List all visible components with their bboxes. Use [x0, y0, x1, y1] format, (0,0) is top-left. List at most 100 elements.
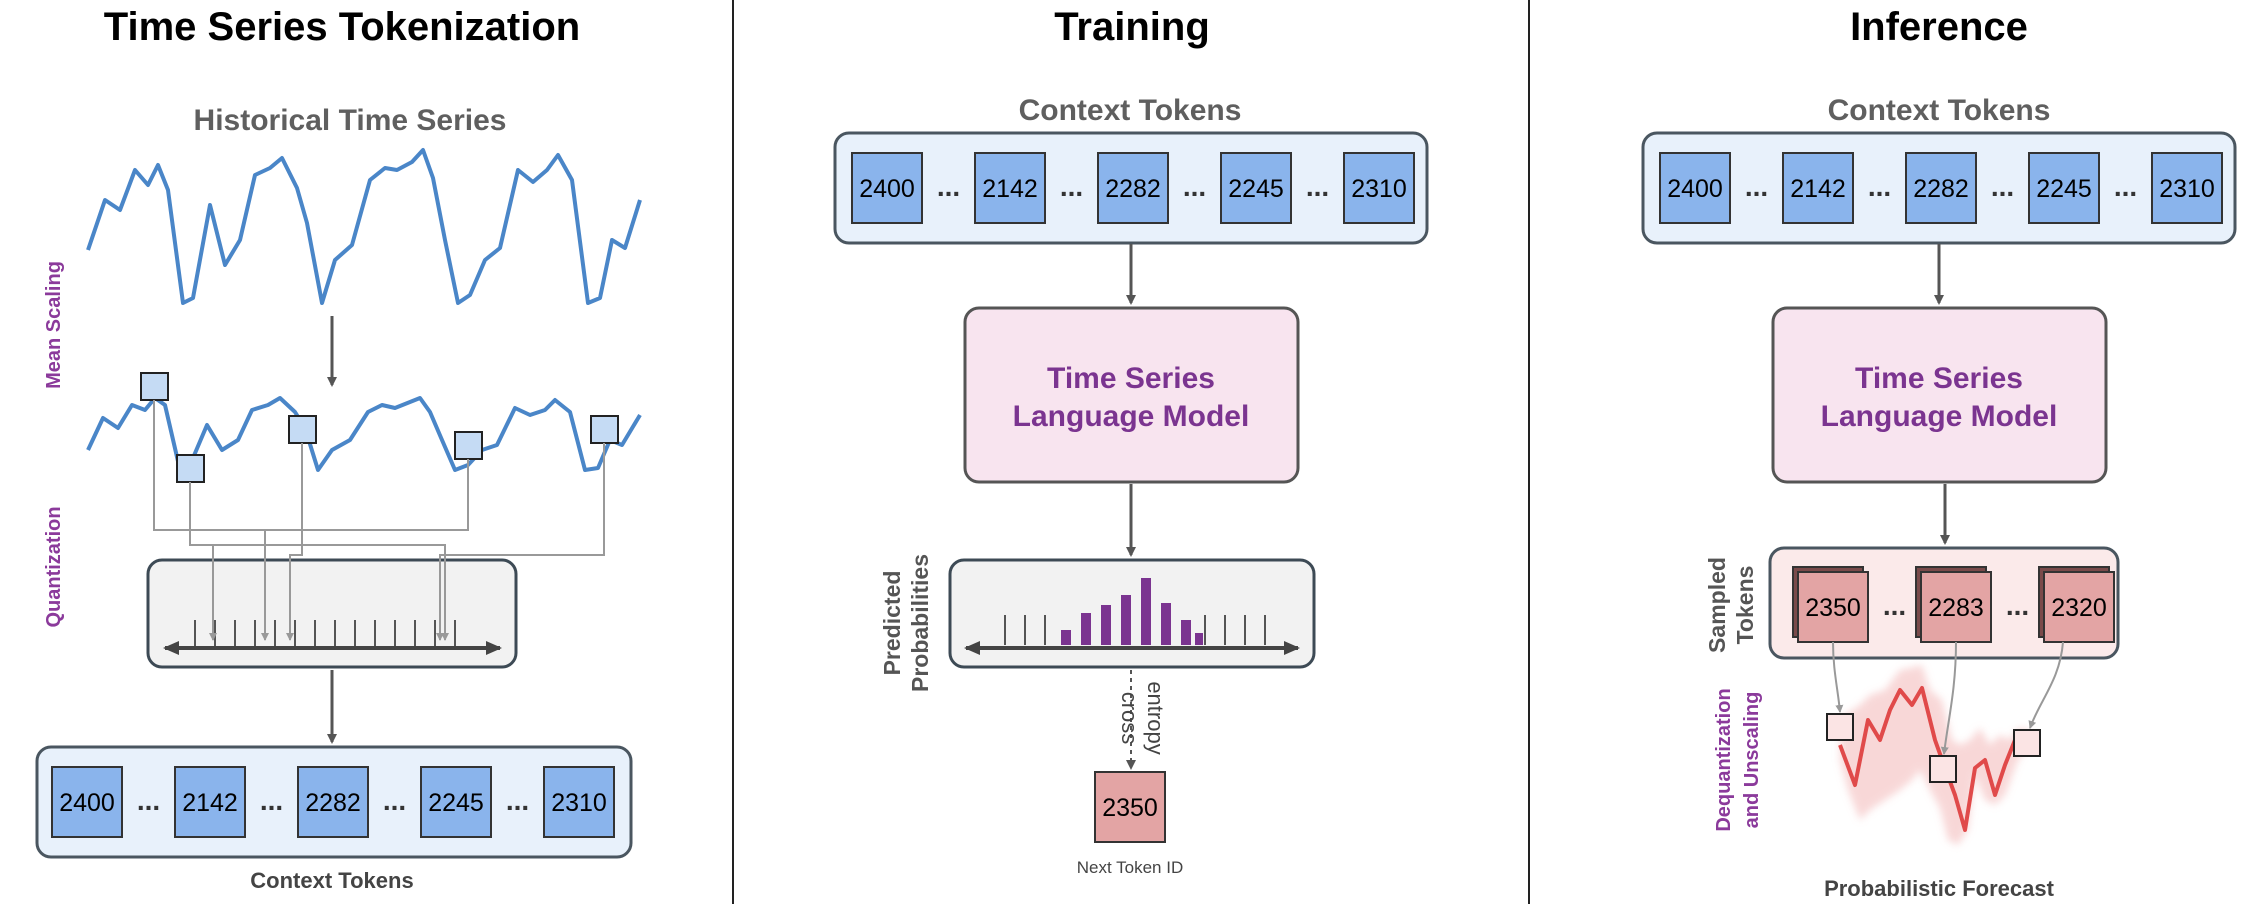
- quant-bin-panel: [146, 558, 518, 669]
- historical-series-line: [86, 148, 642, 305]
- token-value: 2282: [305, 789, 361, 817]
- entropy-label: entropy: [1143, 681, 1168, 754]
- context-tokens-label-training: Context Tokens: [1019, 94, 1242, 127]
- token-value: 2283: [1928, 594, 1984, 622]
- quant-box-1: [140, 372, 169, 401]
- token-box: [2043, 571, 2115, 643]
- next-token-box: [1094, 771, 1166, 843]
- next-token-label: Next Token ID: [1077, 858, 1183, 877]
- quant-box-4: [454, 431, 483, 460]
- cross-label: cross: [1117, 692, 1142, 745]
- token-value: 2282: [1913, 175, 1969, 203]
- prob-ticks: [1004, 615, 1266, 645]
- token-box: [543, 766, 615, 838]
- token-box: [1782, 152, 1854, 224]
- ellipsis: ...: [2006, 590, 2029, 621]
- sampled-tokens: 2350... 2283... 2320: [1792, 566, 2115, 643]
- context-tokens-label-inference: Context Tokens: [1828, 94, 2051, 127]
- token-value: 2245: [2036, 175, 2092, 203]
- token-box: [974, 152, 1046, 224]
- sample-connectors: [1832, 641, 2064, 755]
- panel-inference: Inference Context Tokens 2400...2142...2…: [1641, 5, 2237, 901]
- language-model-box-inference: [1771, 306, 2108, 484]
- model-label-line1-training: Time Series: [1047, 362, 1215, 395]
- forecast-box-3: [2013, 729, 2041, 757]
- context-tokens-inference: 2400... 2142... 2282... 2245... 2310: [1659, 152, 2223, 224]
- ellipsis: ...: [1183, 171, 1206, 202]
- context-tokens-tokenization: 2400... 2142... 2282... 2245... 2310: [51, 766, 615, 838]
- mean-scaling-label: Mean Scaling: [43, 261, 65, 389]
- historical-series-label: Historical Time Series: [194, 104, 507, 137]
- token-value: 2400: [1667, 175, 1723, 203]
- token-box: [851, 152, 923, 224]
- token-box: [1905, 152, 1977, 224]
- context-tokens-label-tokenization: Context Tokens: [250, 868, 413, 893]
- prob-bars: [1061, 578, 1203, 645]
- token-box: [1097, 152, 1169, 224]
- quant-connectors: [153, 400, 605, 641]
- token-box: [420, 766, 492, 838]
- forecast-box-1: [1826, 713, 1854, 741]
- token-value: 2142: [1790, 175, 1846, 203]
- token-value: 2245: [1228, 175, 1284, 203]
- dequant-label-2: and Unscaling: [1741, 692, 1763, 829]
- token-value: 2310: [1351, 175, 1407, 203]
- quant-box-2: [176, 454, 205, 483]
- token-box: [174, 766, 246, 838]
- probabilities-panel: [948, 558, 1316, 669]
- ellipsis: ...: [937, 171, 960, 202]
- ellipsis: ...: [1883, 590, 1906, 621]
- token-box: [1920, 571, 1992, 643]
- ellipsis: ...: [1868, 171, 1891, 202]
- token-box: [1659, 152, 1731, 224]
- quantization-label: Quantization: [43, 506, 65, 627]
- token-value: 2310: [551, 789, 607, 817]
- ellipsis: ...: [1306, 171, 1329, 202]
- forecast-label: Probabilistic Forecast: [1824, 876, 2055, 901]
- token-box: [51, 766, 123, 838]
- tokens-label: Tokens: [1732, 566, 1758, 645]
- token-box: [2028, 152, 2100, 224]
- model-label-line2-inference: Language Model: [1821, 400, 2058, 433]
- token-value: 2400: [859, 175, 915, 203]
- ellipsis: ...: [1991, 171, 2014, 202]
- token-value: 2320: [2051, 594, 2107, 622]
- language-model-box-training: [963, 306, 1300, 484]
- quant-box-5: [590, 415, 619, 444]
- ellipsis: ...: [1060, 171, 1083, 202]
- ellipsis: ...: [1745, 171, 1768, 202]
- ellipsis: ...: [506, 785, 529, 816]
- token-value: 2142: [182, 789, 238, 817]
- probabilities-label: Probabilities: [907, 554, 933, 692]
- token-value: 2400: [59, 789, 115, 817]
- token-box: [2151, 152, 2223, 224]
- token-value: 2142: [982, 175, 1038, 203]
- forecast-line: [1838, 686, 2026, 832]
- ellipsis: ...: [2114, 171, 2137, 202]
- panel-title-training: Training: [1054, 5, 1210, 49]
- token-value: 2282: [1105, 175, 1161, 203]
- token-box: [1343, 152, 1415, 224]
- ellipsis: ...: [383, 785, 406, 816]
- model-label-line1-inference: Time Series: [1855, 362, 2023, 395]
- model-label-line2-training: Language Model: [1013, 400, 1250, 433]
- context-tokens-training: 2400... 2142... 2282... 2245... 2310: [851, 152, 1415, 224]
- ellipsis: ...: [260, 785, 283, 816]
- ellipsis: ...: [137, 785, 160, 816]
- dequant-label-1: Dequantization: [1713, 688, 1735, 831]
- scaled-series-line: [86, 396, 642, 472]
- panel-tokenization: Time Series Tokenization Historical Time…: [35, 5, 642, 893]
- panel-title-inference: Inference: [1850, 5, 2028, 49]
- next-token-value: 2350: [1102, 794, 1158, 822]
- token-value: 2350: [1805, 594, 1861, 622]
- token-value: 2245: [428, 789, 484, 817]
- forecast-box-2: [1929, 755, 1957, 783]
- predicted-label: Predicted: [879, 571, 905, 676]
- panel-title-tokenization: Time Series Tokenization: [104, 5, 580, 49]
- quant-box-3: [288, 415, 317, 444]
- token-box: [297, 766, 369, 838]
- panel-training: Training Context Tokens 2400... 2142... 22…: [833, 5, 1429, 877]
- token-box: [1220, 152, 1292, 224]
- token-value: 2310: [2159, 175, 2215, 203]
